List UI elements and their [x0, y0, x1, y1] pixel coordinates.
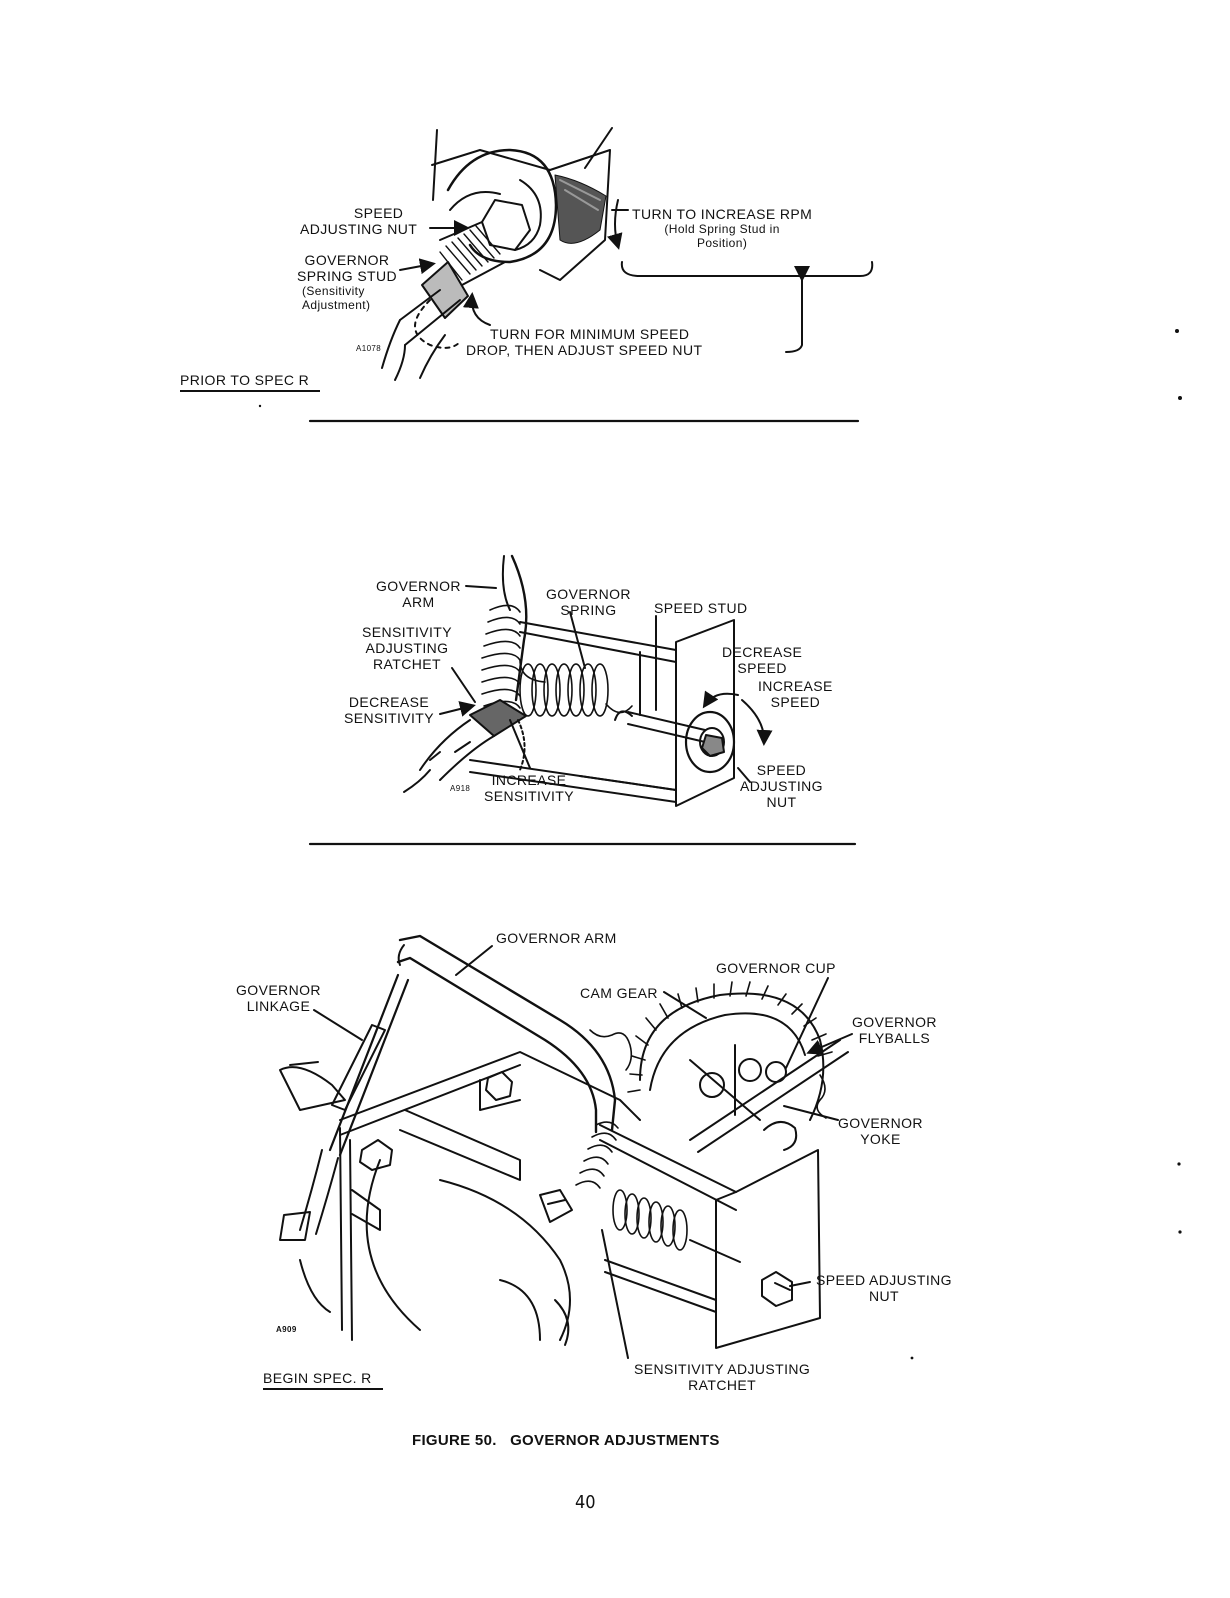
label-decrease-sensitivity: DECREASE SENSITIVITY	[344, 694, 434, 726]
label-speed-stud: SPEED STUD	[654, 600, 748, 616]
label-turn-to-increase-rpm: TURN TO INCREASE RPM (Hold Spring Stud i…	[632, 206, 813, 250]
label-governor-flyballs: GOVERNOR FLYBALLS	[852, 1014, 937, 1046]
label-governor-arm-mid: GOVERNOR ARM	[376, 578, 461, 610]
label-sensitivity-adjusting-ratchet-bottom: SENSITIVITY ADJUSTING RATCHET	[634, 1361, 811, 1393]
label-sensitivity-adjusting-ratchet-mid: SENSITIVITY ADJUSTING RATCHET	[362, 624, 452, 672]
label-turn-for-minimum-speed: TURN FOR MINIMUM SPEED DROP, THEN ADJUST…	[466, 326, 703, 358]
label-governor-yoke: GOVERNOR YOKE	[838, 1115, 923, 1147]
label-speed-adjusting-nut-bottom: SPEED ADJUSTING NUT	[816, 1272, 952, 1304]
middle-panel-drawing	[310, 556, 855, 844]
page-number: 40	[575, 1492, 596, 1513]
label-governor-spring-stud: GOVERNOR SPRING STUD (Sensitivity Adjust…	[296, 252, 398, 312]
figure-code-mid: A918	[450, 784, 471, 793]
figure-caption: FIGURE 50. GOVERNOR ADJUSTMENTS	[412, 1432, 720, 1449]
label-governor-cup: GOVERNOR CUP	[716, 960, 836, 976]
label-governor-spring: GOVERNOR SPRING	[546, 586, 631, 618]
label-speed-adjusting-nut-mid: SPEED ADJUSTING NUT	[740, 762, 823, 810]
section-label-prior-to-spec-r: PRIOR TO SPEC R	[180, 372, 320, 392]
label-speed-adjusting-nut-top: SPEED ADJUSTING NUT	[300, 205, 418, 237]
label-increase-sensitivity: INCREASE SENSITIVITY	[484, 772, 574, 804]
section-label-begin-spec-r: BEGIN SPEC. R	[263, 1370, 383, 1390]
label-cam-gear: CAM GEAR	[580, 985, 658, 1001]
bottom-panel-drawing	[280, 936, 852, 1358]
label-increase-speed: INCREASE SPEED	[758, 678, 833, 710]
label-decrease-speed: DECREASE SPEED	[722, 644, 803, 676]
top-panel-drawing	[310, 128, 872, 421]
label-governor-arm-bottom: GOVERNOR ARM	[496, 930, 617, 946]
label-governor-linkage: GOVERNOR LINKAGE	[236, 982, 321, 1014]
figure-code-bottom: A909	[276, 1325, 297, 1334]
figure-code-top: A1078	[356, 344, 382, 353]
